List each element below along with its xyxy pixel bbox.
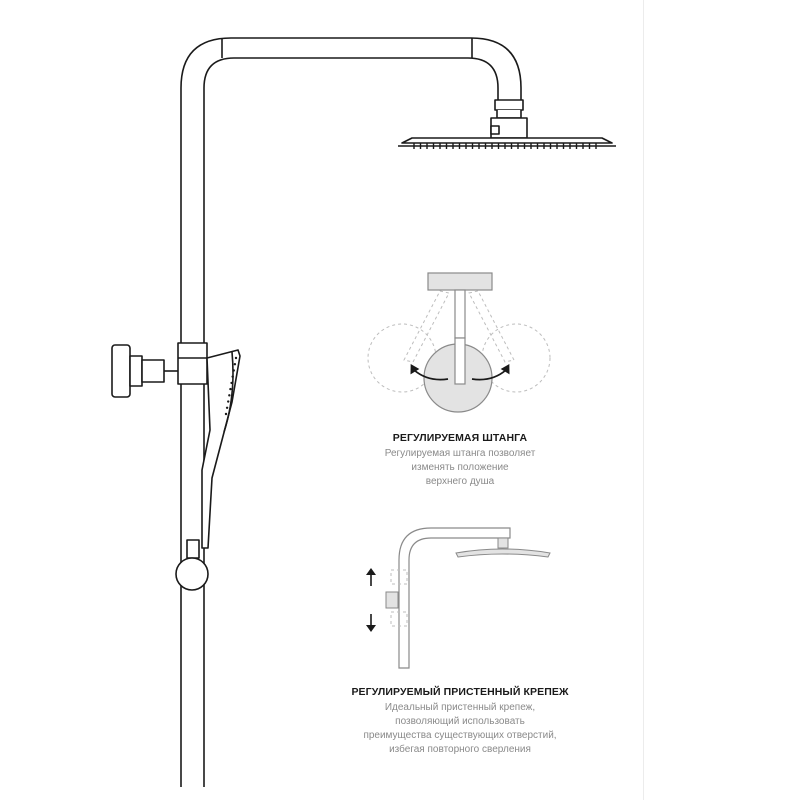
arrow-up-icon [366,568,376,575]
adjustable-arm-desc-line-3: верхнего душа [425,476,495,487]
rotation-arrows [413,369,507,381]
spray-hole [228,394,231,397]
mini-shower-head [455,548,551,558]
adjustable-arm-title: РЕГУЛИРУЕМАЯ ШТАНГА [392,432,528,444]
arrowhead-left [410,364,420,375]
nozzle-row [413,143,597,149]
wall-mount-desc-line-2: позволяющий использовать [395,716,525,727]
adjustable-arm-desc-line-1: Регулируемая штанга позволяет [384,448,536,459]
spray-hole [224,412,228,416]
slider-collar [177,342,208,385]
bracket-ghost-positions [390,569,408,627]
adjustable-arm-caption: РЕГУЛИРУЕМАЯ ШТАНГА Регулируемая штанга … [340,432,580,489]
adjustable-arm-desc-line-2: изменять положение [411,462,509,473]
spray-hole [231,375,234,378]
mini-riser-pipe [398,527,511,669]
rotation-arrow-right [471,369,507,381]
wall-mount-detail [366,527,551,669]
arm-rod [454,289,466,339]
wall-bracket [111,344,178,398]
spray-hole [234,356,238,360]
wall-mount-caption: РЕГУЛИРУЕМЫЙ ПРИСТЕННЫЙ КРЕПЕЖ Идеальный… [320,686,600,757]
spray-hole [227,400,230,403]
page-edge-divider [643,0,644,800]
adjustable-arm-detail [367,272,551,413]
spray-hole [232,369,235,372]
riser-pipe [180,37,522,787]
hand-shower [201,349,241,549]
holder-knob [175,539,209,591]
arrowhead-right [500,364,510,375]
arrow-down-icon [366,625,376,632]
hand-shower-spray-holes [224,356,238,416]
ceiling-plate [427,272,493,291]
rain-shower-head [398,137,616,147]
arm-rod-lower [454,337,466,385]
rotation-arrow-left [413,369,449,381]
spray-hole [230,381,233,385]
wall-mount-desc-line-1: Идеальный пристенный крепеж, [384,702,536,713]
mini-wall-bracket [385,591,399,609]
head-connector [490,99,528,139]
wall-mount-desc-line-4: избегая повторного сверления [389,744,531,755]
spray-hole [229,387,232,391]
wall-mount-desc-line-3: преимущества существующих отверстий, [363,730,557,741]
mini-connector [497,537,509,549]
spray-hole [225,406,229,409]
spray-hole [233,363,237,366]
wall-mount-title: РЕГУЛИРУЕМЫЙ ПРИСТЕННЫЙ КРЕПЕЖ [351,686,569,698]
shower-system [111,37,616,787]
